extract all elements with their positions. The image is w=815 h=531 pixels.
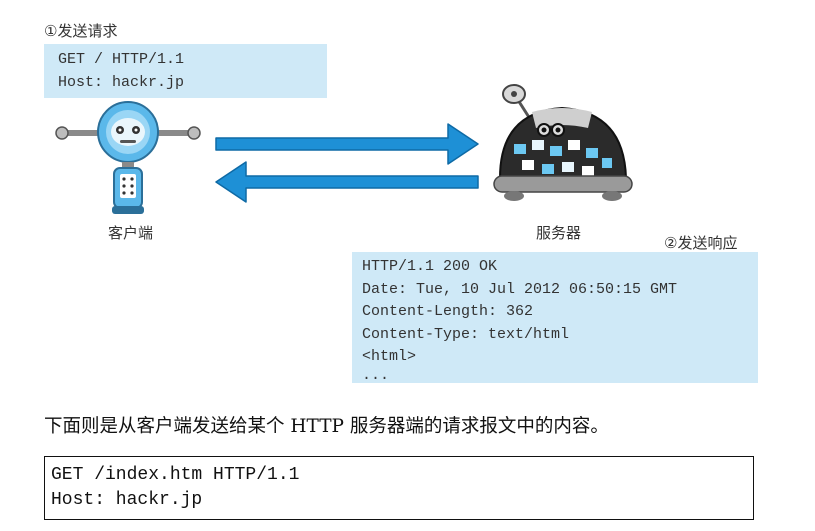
- response-line: Content-Type: text/html: [362, 325, 570, 343]
- response-line: ...: [362, 366, 390, 384]
- server-robot-icon: [492, 78, 634, 208]
- client-label: 客户端: [108, 224, 154, 242]
- request-arrow-icon: [212, 118, 482, 208]
- response-line: HTTP/1.1 200 OK: [362, 258, 498, 275]
- client-robot-icon: [52, 100, 202, 218]
- request-line: GET / HTTP/1.1: [58, 51, 185, 68]
- code-line: Host: hackr.jp: [51, 490, 203, 510]
- caption-text: 下面则是从客户端发送给某个 HTTP 服务器端的请求报文中的内容。: [44, 416, 609, 437]
- request-message-box: GET / HTTP/1.1 Host: hackr.jp: [44, 44, 327, 98]
- code-block: GET /index.htm HTTP/1.1 Host: hackr.jp: [44, 456, 754, 520]
- response-line: Date: Tue, 10 Jul 2012 06:50:15 GMT: [362, 280, 678, 298]
- code-line: GET /index.htm HTTP/1.1: [51, 465, 300, 485]
- response-line: <html>: [362, 348, 417, 365]
- server-label: 服务器: [536, 224, 582, 242]
- request-line: Host: hackr.jp: [58, 74, 185, 91]
- request-step-label: ①发送请求: [44, 22, 118, 40]
- response-line: Content-Length: 362: [362, 303, 534, 320]
- response-message-box: HTTP/1.1 200 OK Date: Tue, 10 Jul 2012 0…: [352, 252, 758, 383]
- response-step-label: ②发送响应: [664, 234, 738, 252]
